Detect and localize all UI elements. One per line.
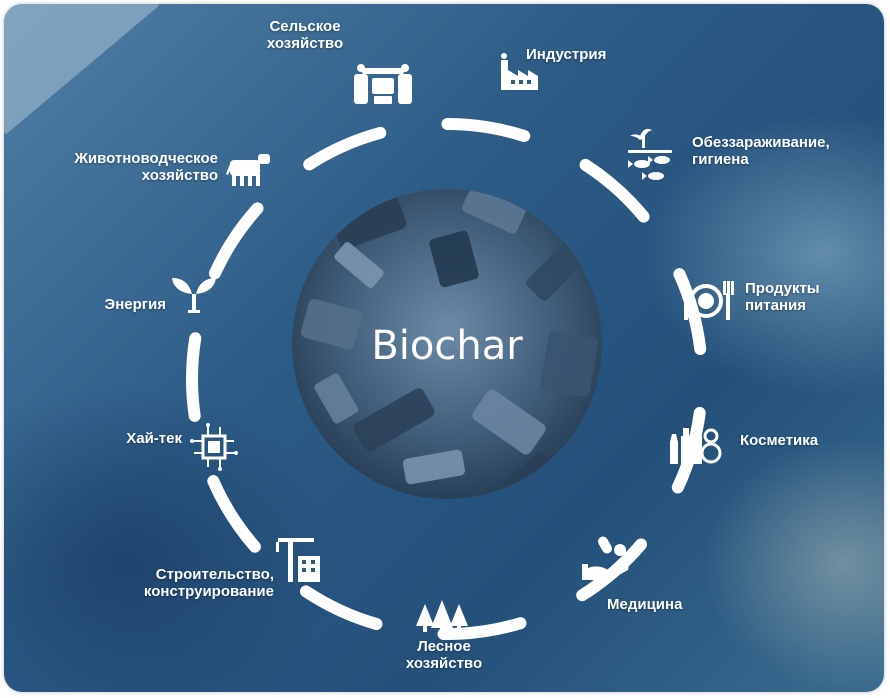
label-hightech: Хай-тек bbox=[126, 430, 182, 447]
label-construction: Строительство,конструирование bbox=[143, 566, 274, 600]
fish-sprout-icon bbox=[628, 128, 672, 180]
pill-hand-icon bbox=[582, 536, 629, 580]
center-title: Biochar bbox=[371, 323, 523, 369]
biochar-photo-circle: Biochar bbox=[292, 189, 602, 499]
chip-icon bbox=[190, 423, 238, 471]
factory-icon bbox=[501, 53, 538, 90]
label-energy: Энергия bbox=[104, 296, 166, 313]
cow-icon bbox=[226, 154, 270, 186]
diagram-canvas: Biochar bbox=[172, 53, 734, 640]
crane-building-icon bbox=[276, 538, 320, 582]
plate-cutlery-icon bbox=[682, 281, 734, 320]
label-cosmetics: Косметика bbox=[740, 432, 819, 449]
tractor-icon bbox=[354, 64, 412, 104]
label-medicine: Медицина bbox=[607, 596, 683, 613]
dashed-ring bbox=[186, 118, 708, 640]
cosmetics-icon bbox=[670, 418, 722, 464]
biochar-diagram-frame: Biochar bbox=[4, 4, 884, 692]
label-disinfection: Обеззараживание,гигиена bbox=[692, 134, 830, 168]
sprout-icon bbox=[172, 278, 216, 313]
label-industry: Индустрия bbox=[526, 46, 607, 63]
trees-icon bbox=[416, 600, 468, 634]
